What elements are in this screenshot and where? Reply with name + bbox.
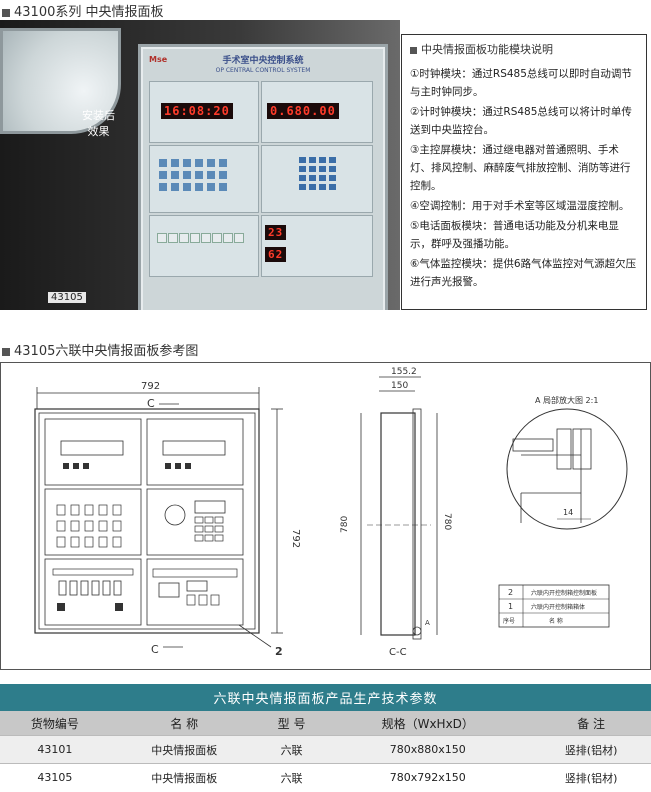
square-bullet-icon [2,347,10,356]
square-bullet-icon [2,8,10,17]
description-item: ⑥气体监控模块：提供6路气体监控对气源超欠压进行声光报警。 [410,258,637,288]
callout-2: 2 [275,645,283,658]
section-mark-top: C [147,397,155,410]
product-code: 43105 [48,292,86,303]
table-header: 型 号 [258,711,325,736]
phone-keypad [299,157,336,190]
gas-indicators [157,233,244,243]
main-control-module [149,145,259,213]
gas-monitor-module [149,215,259,277]
section-title-2: 43105六联中央情报面板参考图 [2,340,198,359]
table-row: 43101 中央情报面板 六联 780x880x150 竖排(铝材) [0,735,651,764]
legend-name: 名 称 [549,617,563,625]
temperature-display: 23 [265,225,287,240]
side-height-dimension: 780 [340,516,350,533]
table-header: 货物编号 [0,711,110,736]
legend-num: 2 [508,588,513,597]
product-photo: 手术室中央控制系统 OP CENTRAL CONTROL SYSTEM Mse … [0,20,400,310]
side-height-dimension-2: 780 [442,513,452,530]
legend-name: 六联内开控制箱控制面板 [531,589,597,597]
width-dimension: 792 [141,381,160,392]
height-dimension: 792 [290,529,301,548]
legend-name: 六联内开控制箱箱体 [531,603,585,611]
depth-dimension-outer: 155.2 [391,367,417,377]
drawing-svg: 792 C [34,367,628,658]
table-row: 43105 中央情报面板 六联 780x792x150 竖排(铝材) [0,763,651,791]
section-title-1: 43100系列 中央情报面板 [2,1,164,20]
reference-drawing: 792 C [0,362,651,670]
side-view [380,412,416,636]
table-header: 备 注 [531,711,651,736]
module-description-box: 中央情报面板功能模块说明 ①时钟模块：通过RS485总线可以即时自动调节与主时钟… [401,34,647,310]
clock-display: 16:08:20 [161,103,233,119]
description-title: 中央情报面板功能模块说明 [410,41,638,57]
square-bullet-icon [410,46,417,54]
section-label: C-C [389,647,407,658]
description-item: ⑤电话面板模块：普通电话功能及分机来电显示，群呼及强播功能。 [410,220,619,250]
magnifier-caption: 安装后 效果 [82,109,115,138]
logo: Mse [149,55,168,64]
spec-table: 六联中央情报面板产品生产技术参数 货物编号 名 称 型 号 规格（WxHxD） … [0,684,651,791]
table-header-row: 货物编号 名 称 型 号 规格（WxHxD） 备 注 [0,711,651,736]
description-item: ②计时钟模块：通过RS485总线可以将计时单传送到中央监控台。 [410,106,632,136]
timer-display: 0.680.00 [267,103,339,119]
table-header: 名 称 [109,711,259,736]
control-switches [159,159,227,191]
panel-subtitle: OP CENTRAL CONTROL SYSTEM [215,67,311,74]
phone-module [261,145,373,213]
description-item: ③主控屏模块：通过继电器对普通照明、手术灯、排风控制、麻醉废气排放控制、消防等进… [410,144,631,192]
panel-title: 手术室中央控制系统 [222,56,304,66]
parts-legend [498,584,610,628]
detail-dimension: 14 [563,508,573,517]
humidity-display: 62 [265,247,287,262]
detail-label: A 局部放大图 2:1 [535,395,598,405]
detail-marker: A [425,619,430,627]
front-view-frame [34,408,260,634]
panel-front: 手术室中央控制系统 OP CENTRAL CONTROL SYSTEM Mse … [138,44,388,310]
legend-num: 序号 [503,617,515,625]
table-header: 规格（WxHxD） [324,711,532,736]
section-mark-bottom: C [151,643,159,656]
description-item: ④空调控制：用于对手术室等区域温湿度控制。 [410,200,630,212]
magnifier-inset [0,28,121,134]
legend-num: 1 [508,602,513,611]
description-item: ①时钟模块：通过RS485总线可以即时自动调节与主时钟同步。 [410,68,632,98]
table-caption: 六联中央情报面板产品生产技术参数 [0,684,651,711]
depth-dimension-inner: 150 [391,381,408,391]
